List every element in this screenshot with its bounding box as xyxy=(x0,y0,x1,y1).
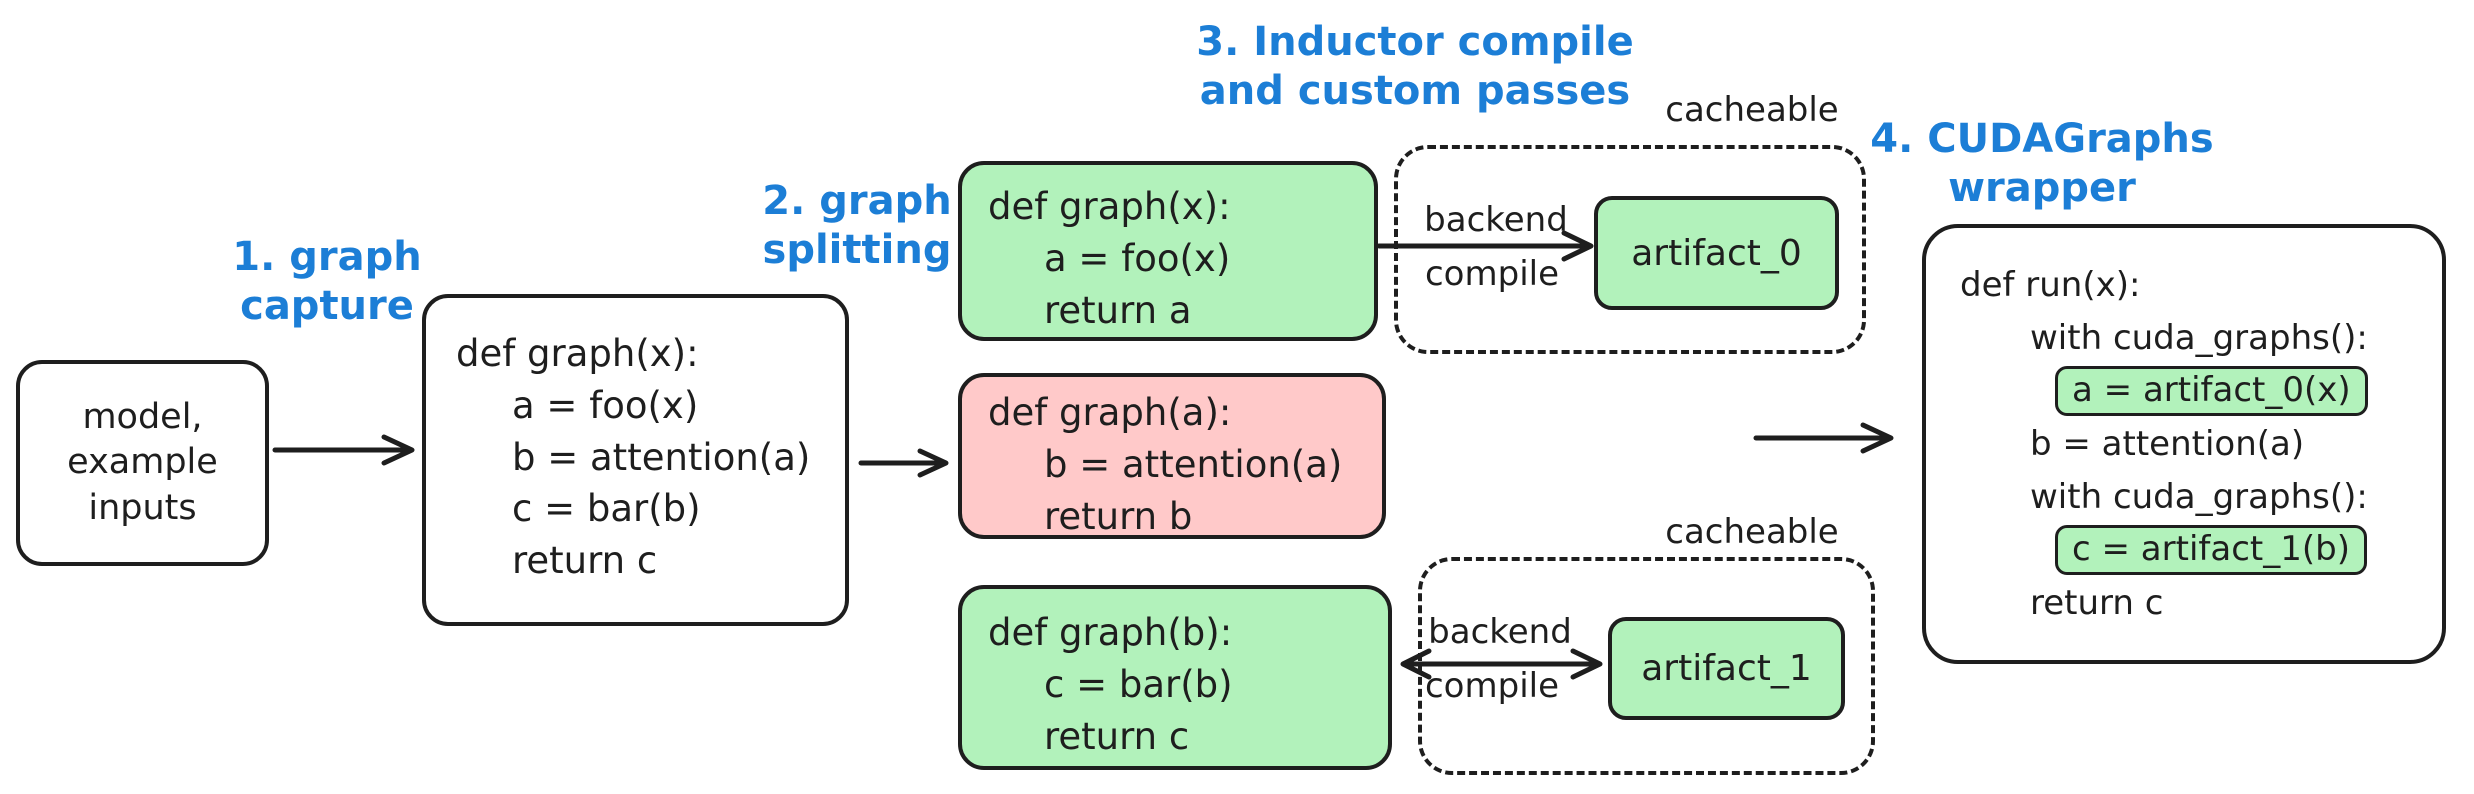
cudagraphs-wrapper-arrow xyxy=(1753,422,1894,454)
backend-compile-arrow-top xyxy=(1376,230,1594,262)
step1-label-line1: 1. graph xyxy=(232,234,422,280)
code-line: a = foo(x) xyxy=(1044,236,1231,280)
model-box-line: inputs xyxy=(88,487,197,528)
artifact-1-label: artifact_1 xyxy=(1641,648,1812,689)
code-line: c = bar(b) xyxy=(512,487,701,531)
step1-graph-capture-label: 1. graph capture xyxy=(232,233,421,331)
code-line: def graph(a): xyxy=(988,391,1232,434)
artifact-1-box: artifact_1 xyxy=(1608,617,1845,720)
code-line: def graph(b): xyxy=(988,611,1233,654)
artifact-0-call-highlight: a = artifact_0(x) xyxy=(2055,365,2368,416)
cacheable-top-container xyxy=(1394,145,1866,354)
code-text: def run(x): xyxy=(1960,264,2141,305)
step3-label-line2: and custom passes xyxy=(1199,67,1631,114)
step2-label-line1: 2. graph xyxy=(762,178,952,224)
cacheable-bottom-label: cacheable xyxy=(1665,512,1839,552)
code-text: with cuda_graphs(): xyxy=(2030,317,2368,358)
code-line: a = foo(x) xyxy=(512,383,699,427)
code-text: b = attention(a) xyxy=(2030,423,2305,464)
backend-label-top: backend xyxy=(1424,200,1568,240)
code-line: def run(x): xyxy=(1960,258,2442,311)
code-line: return b xyxy=(1044,494,1193,538)
model-box-line: example xyxy=(67,442,218,483)
artifact-0-box: artifact_0 xyxy=(1594,196,1839,310)
compile-label-bottom: compile xyxy=(1424,666,1560,706)
code-line: with cuda_graphs(): xyxy=(1960,470,2442,523)
code-line: a = artifact_0(x) xyxy=(1960,364,2442,417)
code-line: c = bar(b) xyxy=(1044,662,1233,706)
model-inputs-box: model, example inputs xyxy=(16,360,269,566)
split-graph-bar-box: def graph(b): c = bar(b) return c xyxy=(958,585,1392,770)
code-line: return c xyxy=(512,539,658,583)
graph-capture-arrow xyxy=(272,434,415,466)
run-wrapper-box: def run(x): with cuda_graphs(): a = arti… xyxy=(1922,224,2446,664)
backend-label-bottom: backend xyxy=(1428,612,1572,652)
captured-graph-box: def graph(x): a = foo(x) b = attention(a… xyxy=(422,294,849,626)
code-line: return c xyxy=(1960,576,2442,629)
split-graph-attention-box: def graph(a): b = attention(a) return b xyxy=(958,373,1386,539)
step3-label-line1: 3. Inductor compile xyxy=(1196,19,1634,65)
step4-cudagraphs-wrapper-label: 4. CUDAGraphs wrapper xyxy=(1870,115,2213,213)
code-line: b = attention(a) xyxy=(512,435,811,479)
code-line: b = attention(a) xyxy=(1044,442,1343,486)
code-text: with cuda_graphs(): xyxy=(2030,476,2368,517)
model-box-line: model, xyxy=(82,396,203,437)
step4-label-line2: wrapper xyxy=(1948,164,2136,211)
cacheable-top-label: cacheable xyxy=(1665,90,1839,130)
step4-label-line1: 4. CUDAGraphs xyxy=(1870,116,2214,162)
step2-graph-splitting-label: 2. graph splitting xyxy=(762,177,951,275)
artifact-1-call-highlight: c = artifact_1(b) xyxy=(2055,524,2367,575)
code-line: def graph(x): xyxy=(456,332,699,375)
backend-compile-arrow-bottom xyxy=(1400,648,1603,680)
artifact-0-label: artifact_0 xyxy=(1631,232,1802,274)
code-line: c = artifact_1(b) xyxy=(1960,523,2442,576)
code-line: return a xyxy=(1044,288,1192,332)
step1-label-line2: capture xyxy=(240,282,414,329)
code-text: return c xyxy=(2030,582,2164,623)
code-line: with cuda_graphs(): xyxy=(1960,311,2442,364)
step2-label-line2: splitting xyxy=(762,226,952,273)
compile-label-top: compile xyxy=(1424,254,1560,294)
code-line: return c xyxy=(1044,714,1190,758)
code-line: b = attention(a) xyxy=(1960,417,2442,470)
split-graph-foo-box: def graph(x): a = foo(x) return a xyxy=(958,161,1378,341)
code-line: def graph(x): xyxy=(988,185,1231,228)
step3-inductor-compile-label: 3. Inductor compile and custom passes xyxy=(1196,18,1633,116)
graph-splitting-arrow xyxy=(858,448,949,478)
